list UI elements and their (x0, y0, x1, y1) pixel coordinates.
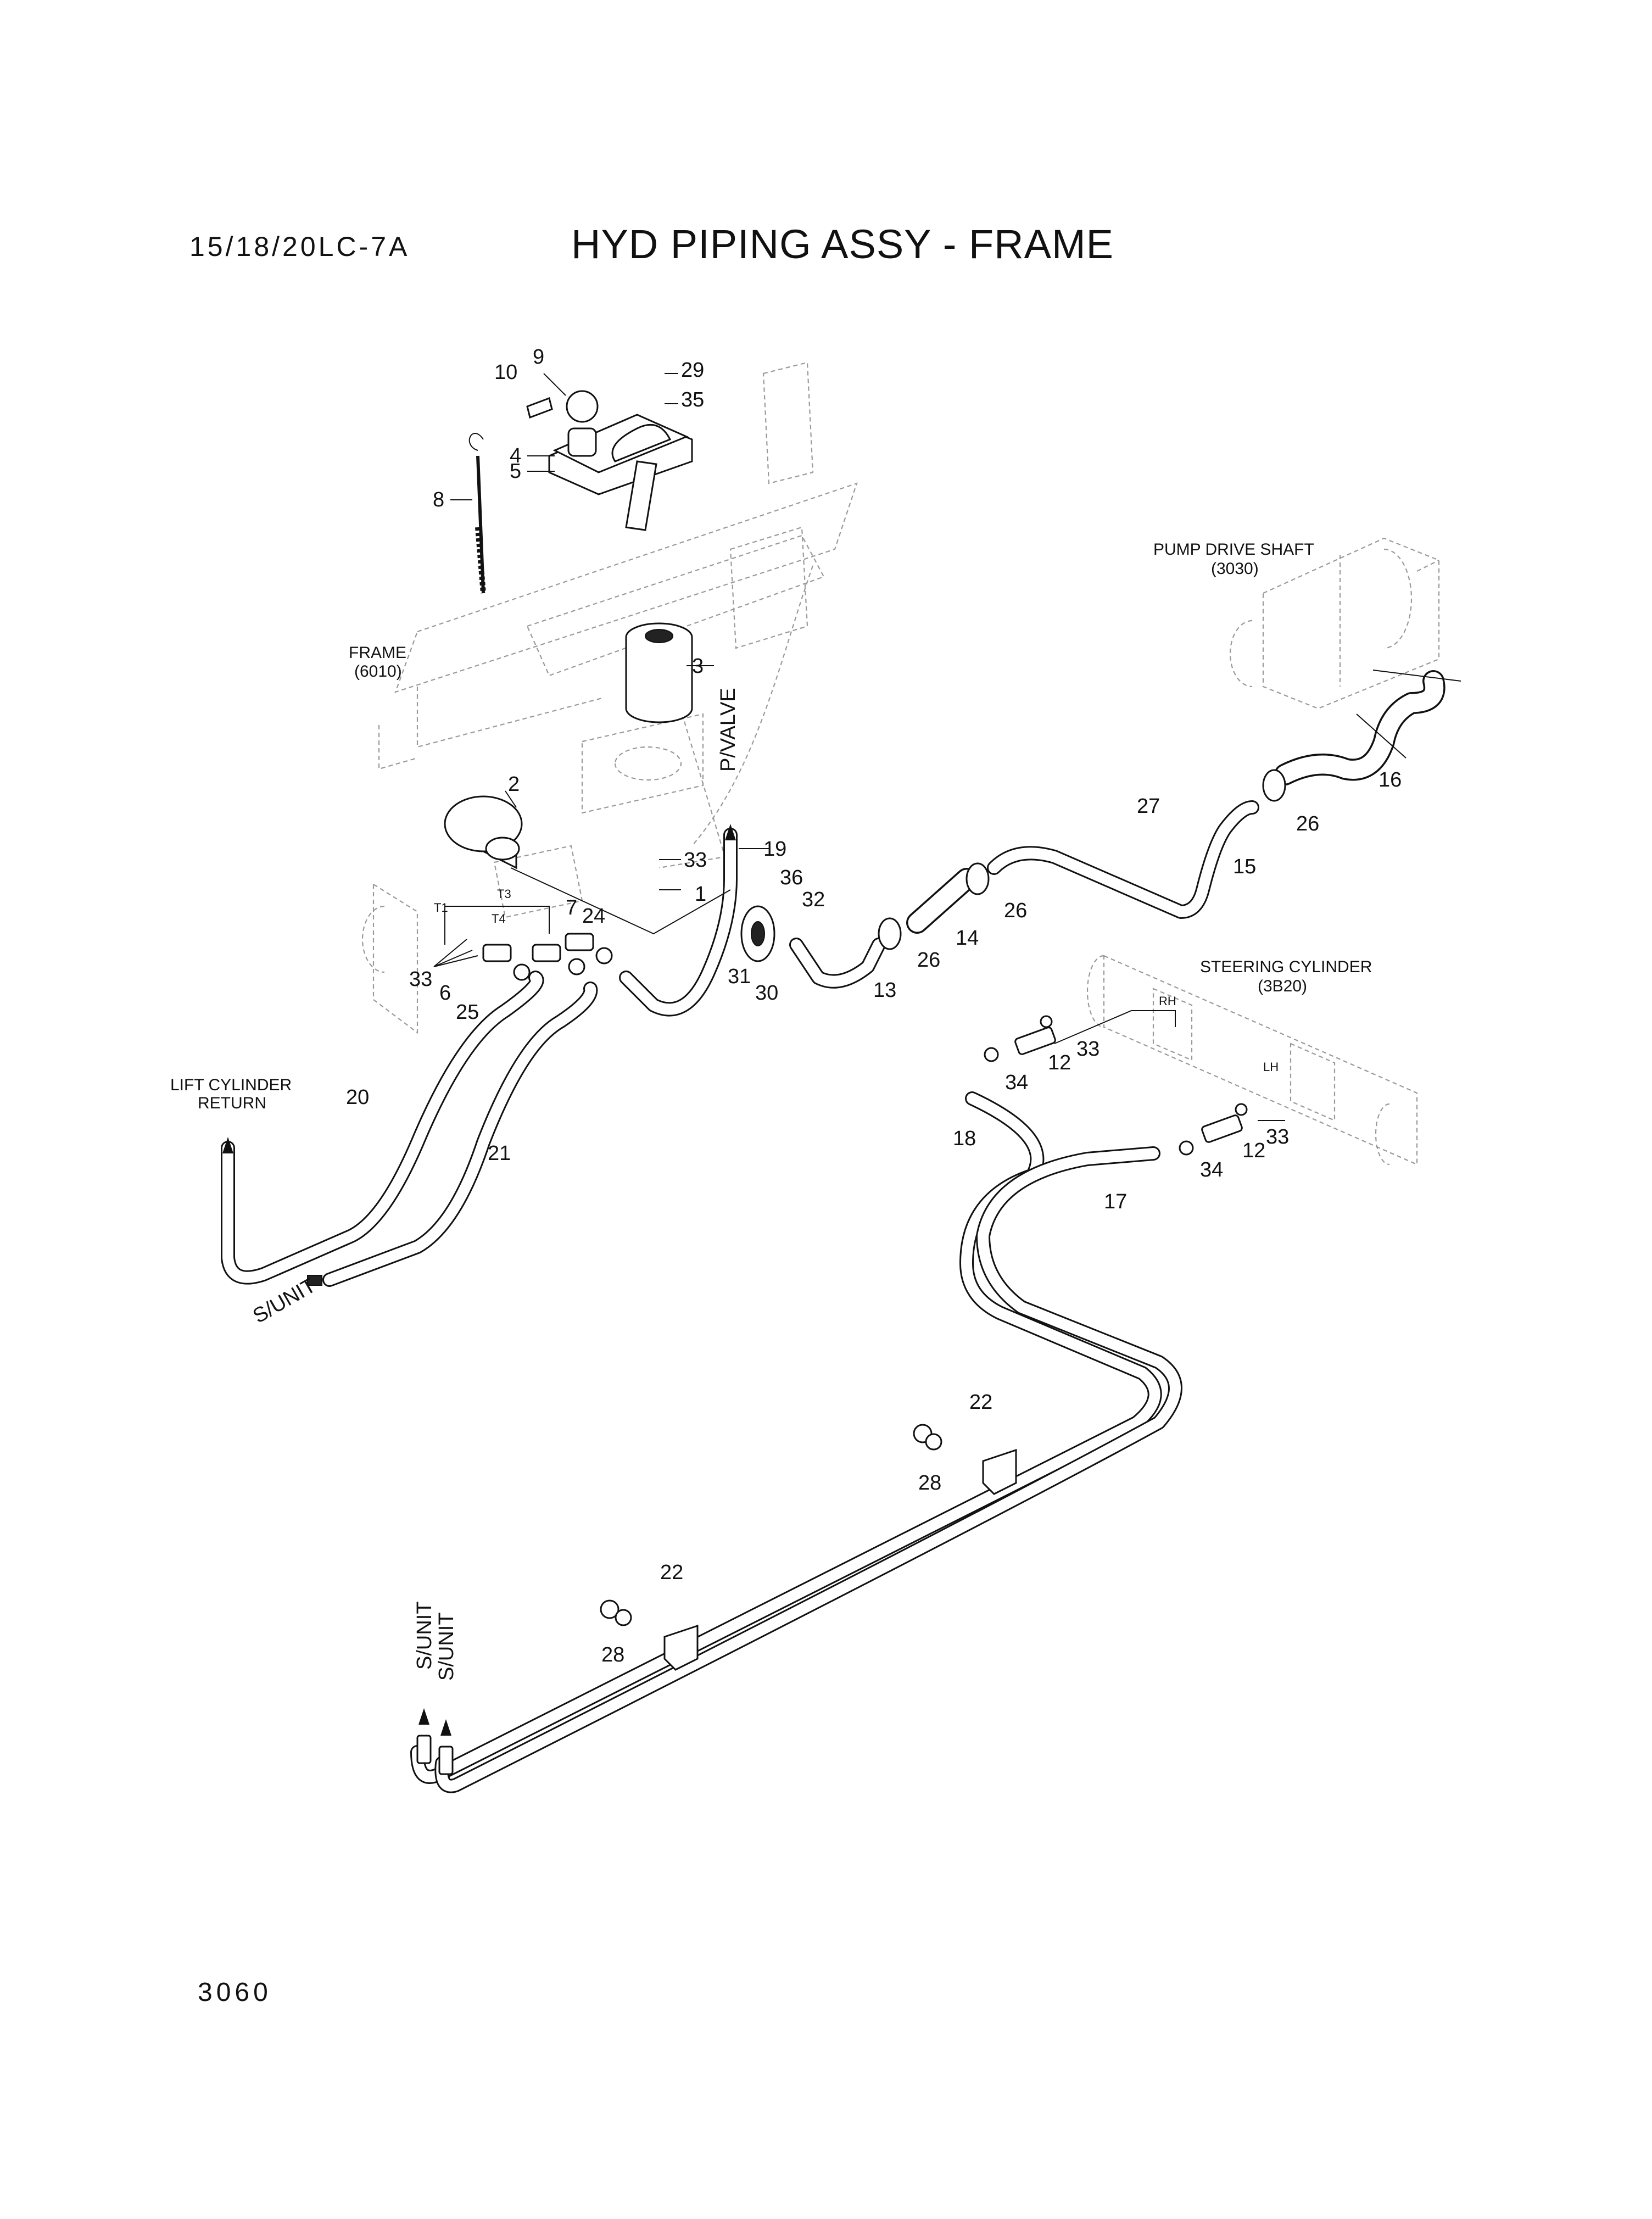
s-unit-ends (222, 824, 736, 1775)
callout-33a: 33 (684, 849, 707, 872)
fittings-steering (984, 1015, 1248, 1156)
callout-32: 32 (802, 888, 825, 911)
callout-28b: 28 (601, 1643, 624, 1666)
callout-15: 15 (1233, 855, 1256, 878)
callout-9: 9 (533, 345, 544, 369)
ghost-pump-drive-shaft (1229, 537, 1440, 710)
ref-s-unit-3: S/UNIT (435, 1612, 458, 1681)
callout-26b: 26 (917, 949, 940, 972)
callout-36: 36 (780, 866, 803, 889)
clamps-22 (600, 1424, 1017, 1671)
ref-frame-code: (6010) (354, 662, 402, 681)
callout-26a: 26 (1004, 899, 1027, 922)
callout-2: 2 (508, 773, 520, 796)
ref-t3: T3 (497, 887, 511, 901)
ref-pump-drive-shaft: PUMP DRIVE SHAFT (1153, 540, 1314, 559)
callout-18: 18 (953, 1127, 976, 1150)
callout-14: 14 (956, 927, 979, 950)
ref-lh: LH (1263, 1060, 1279, 1074)
pipe-assembly (221, 800, 1259, 1793)
callout-33d: 33 (1266, 1125, 1289, 1148)
ref-lift-cylinder: LIFT CYLINDER (170, 1076, 292, 1094)
callout-33b: 33 (409, 968, 432, 991)
ref-lift-cylinder-return: RETURN (198, 1094, 266, 1112)
callout-35: 35 (681, 388, 704, 411)
page-number: 3060 (198, 1978, 272, 2007)
callout-31: 31 (728, 965, 751, 988)
callout-1: 1 (695, 883, 706, 906)
callout-17: 17 (1104, 1190, 1127, 1213)
ref-steering-cylinder: STEERING CYLINDER (1200, 958, 1372, 976)
callout-13: 13 (873, 979, 896, 1002)
callout-28a: 28 (918, 1471, 941, 1495)
callout-34b: 34 (1200, 1158, 1223, 1181)
strainer-3 (625, 622, 693, 723)
leader-lines (433, 373, 1461, 1121)
ghost-steering-cylinder (1086, 955, 1418, 1166)
reference-labels: PUMP DRIVE SHAFT (3030) FRAME (6010) P/V… (170, 540, 1372, 1681)
callout-22a: 22 (969, 1391, 992, 1414)
ref-steering-cylinder-code: (3B20) (1258, 977, 1307, 995)
callout-22b: 22 (660, 1561, 683, 1584)
callout-10: 10 (494, 361, 517, 384)
page-title: HYD PIPING ASSY - FRAME (571, 221, 1114, 267)
callout-27: 27 (1137, 795, 1160, 818)
callout-30: 30 (755, 982, 778, 1005)
filter-2 (444, 795, 523, 869)
callout-34a: 34 (1005, 1071, 1028, 1094)
hose-14 (906, 868, 978, 934)
clamps (878, 769, 1286, 950)
callout-3: 3 (692, 655, 704, 678)
callout-21: 21 (488, 1142, 511, 1165)
callout-4: 4 (510, 444, 521, 467)
part-callouts: 1 2 3 4 5 6 7 8 9 10 12 12 13 14 15 16 1… (346, 345, 1402, 1666)
ref-t1: T1 (434, 901, 448, 915)
callout-25: 25 (456, 1001, 479, 1024)
model-code: 15/18/20LC-7A (189, 231, 410, 262)
hose-16 (1274, 670, 1446, 785)
callout-19: 19 (763, 838, 786, 861)
callout-20: 20 (346, 1086, 369, 1109)
callout-7: 7 (566, 896, 577, 919)
callout-8: 8 (433, 488, 444, 511)
callout-26c: 26 (1296, 812, 1319, 835)
suction-cover-assembly (526, 390, 693, 531)
ref-pvalve: P/VALVE (717, 688, 740, 772)
callout-24: 24 (582, 905, 605, 928)
ref-t4: T4 (492, 912, 506, 925)
callout-5: 5 (510, 460, 521, 483)
callout-16: 16 (1378, 768, 1402, 791)
dipstick (468, 433, 486, 594)
flange-36 (740, 905, 775, 962)
fittings-left (482, 933, 613, 981)
ref-rh: RH (1159, 994, 1176, 1008)
ref-frame: FRAME (349, 644, 406, 662)
callout-29: 29 (681, 359, 704, 382)
ref-s-unit-2: S/UNIT (413, 1601, 436, 1670)
callout-12a: 12 (1048, 1051, 1071, 1074)
ref-pump-drive-shaft-code: (3030) (1211, 560, 1259, 578)
callout-33c: 33 (1076, 1038, 1100, 1061)
callout-6: 6 (439, 982, 451, 1005)
callout-12b: 12 (1242, 1139, 1265, 1162)
